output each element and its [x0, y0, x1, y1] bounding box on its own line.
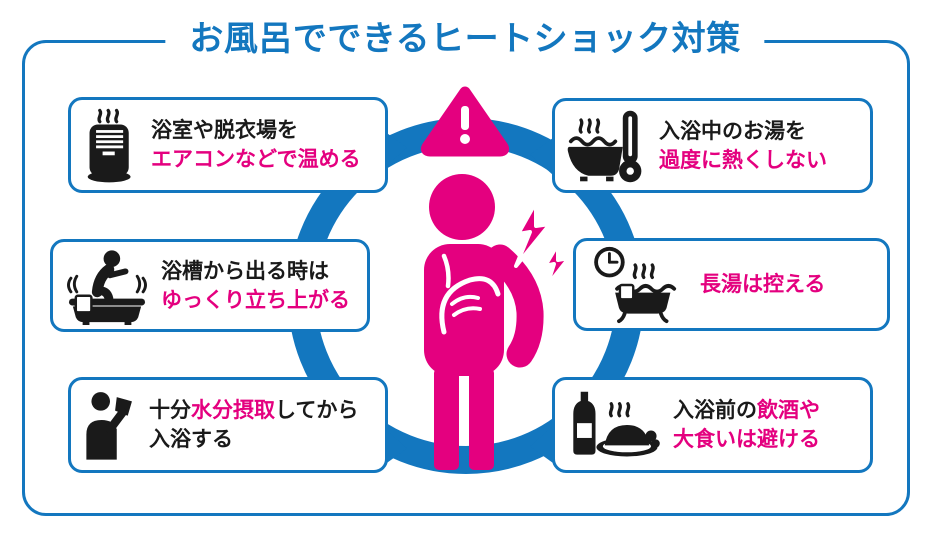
tip-line-2: エアコンなどで温める [151, 148, 361, 171]
tip-line-1: 入浴中のお湯を [659, 119, 806, 143]
tip-box-avoid-long-bath: 長湯は控える [573, 238, 890, 331]
tip-text: 浴室や脱衣場を エアコンなどで温める [151, 116, 361, 174]
warning-exclamation-icon [420, 86, 510, 157]
tip-line-2: ゆっくり立ち上がる [161, 288, 350, 312]
clock-bathtub-icon [588, 245, 688, 325]
tip-line-1: 浴室や脱衣場を [151, 119, 298, 142]
alcohol-meal-icon [567, 388, 661, 462]
heater-icon [83, 105, 139, 185]
tip-line-1: 十分水分摂取してから [149, 399, 359, 422]
person-chest-pain-icon [424, 174, 571, 470]
tip-box-stand-up-slowly: 浴槽から出る時は ゆっくり立ち上がる [50, 239, 370, 332]
bathtub-exit-icon [65, 247, 149, 325]
page-title: お風呂でできるヒートショック対策 [189, 20, 741, 58]
tip-text: 長湯は控える [700, 270, 825, 299]
tip-line-2: 入浴する [149, 428, 233, 451]
tip-line-1: 入浴前の飲酒や [673, 399, 820, 422]
tip-box-not-too-hot: 入浴中のお湯を 過度に熱くしない [552, 98, 873, 193]
drink-water-icon [83, 386, 137, 464]
tip-box-warm-dressing-room: 浴室や脱衣場を エアコンなどで温める [68, 97, 388, 193]
title-banner: お風呂でできるヒートショック対策 [165, 13, 765, 65]
tip-line-2: 大食いは避ける [673, 428, 820, 451]
tip-line-1: 浴槽から出る時は [161, 259, 329, 283]
tip-line-1: 長湯は控える [700, 273, 826, 296]
tip-box-hydrate-before-bath: 十分水分摂取してから 入浴する [68, 377, 388, 473]
bath-thermometer-icon [567, 107, 647, 185]
tip-text: 浴槽から出る時は ゆっくり立ち上がる [161, 257, 350, 315]
tip-text: 入浴前の飲酒や 大食いは避ける [673, 396, 820, 454]
tip-box-avoid-alcohol-meal: 入浴前の飲酒や 大食いは避ける [552, 377, 873, 473]
tip-text: 十分水分摂取してから 入浴する [149, 396, 358, 454]
tip-line-2: 過度に熱くしない [659, 148, 827, 172]
tip-text: 入浴中のお湯を 過度に熱くしない [659, 117, 827, 175]
